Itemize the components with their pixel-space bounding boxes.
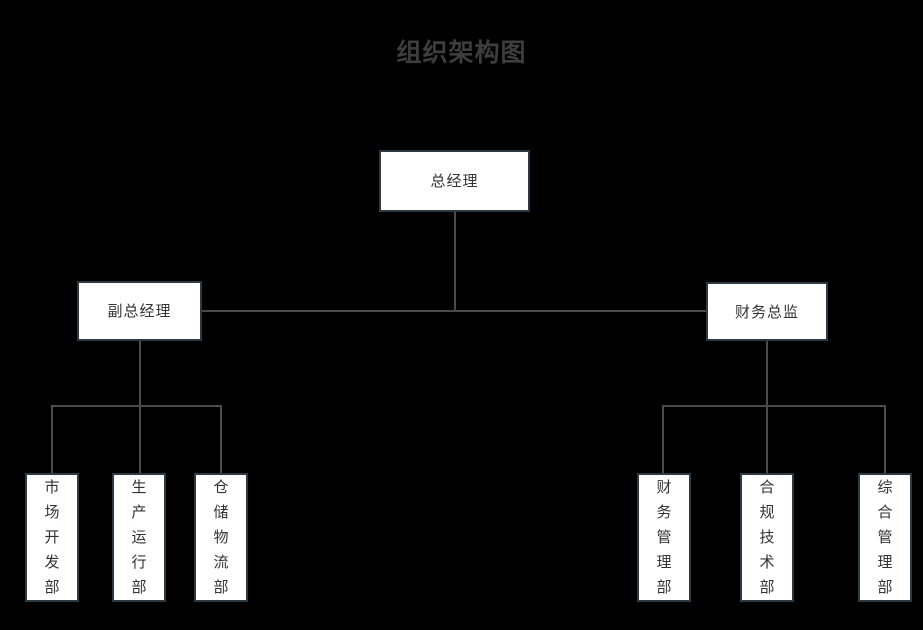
node-general-manager[interactable]: 总经理 <box>379 150 530 212</box>
connector-left-drop-1 <box>51 405 53 473</box>
node-warehouse-logistics-dept[interactable]: 仓储物流部 <box>194 473 248 602</box>
node-compliance-technology-dept[interactable]: 合规技术部 <box>740 473 794 602</box>
connector-left-drop-2 <box>139 405 141 473</box>
connector-right-drop-2 <box>766 405 768 473</box>
connector-right-bus <box>662 405 886 407</box>
node-label: 综合管理部 <box>877 478 893 596</box>
node-market-development-dept[interactable]: 市场开发部 <box>25 473 79 602</box>
node-label: 财务总监 <box>734 302 799 321</box>
connector-left-drop-3 <box>220 405 222 473</box>
node-label: 财务管理部 <box>656 478 672 596</box>
node-label: 总经理 <box>430 172 479 190</box>
node-finance-director[interactable]: 财务总监 <box>706 282 828 341</box>
node-general-affairs-dept[interactable]: 综合管理部 <box>858 473 912 602</box>
node-financial-management-dept[interactable]: 财务管理部 <box>637 473 691 602</box>
node-deputy-general-manager[interactable]: 副总经理 <box>77 281 202 341</box>
connector-level2-bus <box>140 310 768 312</box>
connector-right-drop-3 <box>884 405 886 473</box>
connector-root-drop <box>454 212 456 311</box>
connector-finance-director-drop <box>766 341 768 407</box>
connector-right-drop-1 <box>662 405 664 473</box>
node-label: 合规技术部 <box>759 478 775 596</box>
connector-left-bus <box>51 405 221 407</box>
connector-deputy-drop <box>139 341 141 407</box>
node-label: 仓储物流部 <box>213 478 229 596</box>
page-title: 组织架构图 <box>396 38 527 67</box>
node-label: 副总经理 <box>107 302 172 320</box>
node-label: 生产运行部 <box>131 478 147 596</box>
node-label: 市场开发部 <box>44 478 60 596</box>
node-production-operations-dept[interactable]: 生产运行部 <box>112 473 166 602</box>
